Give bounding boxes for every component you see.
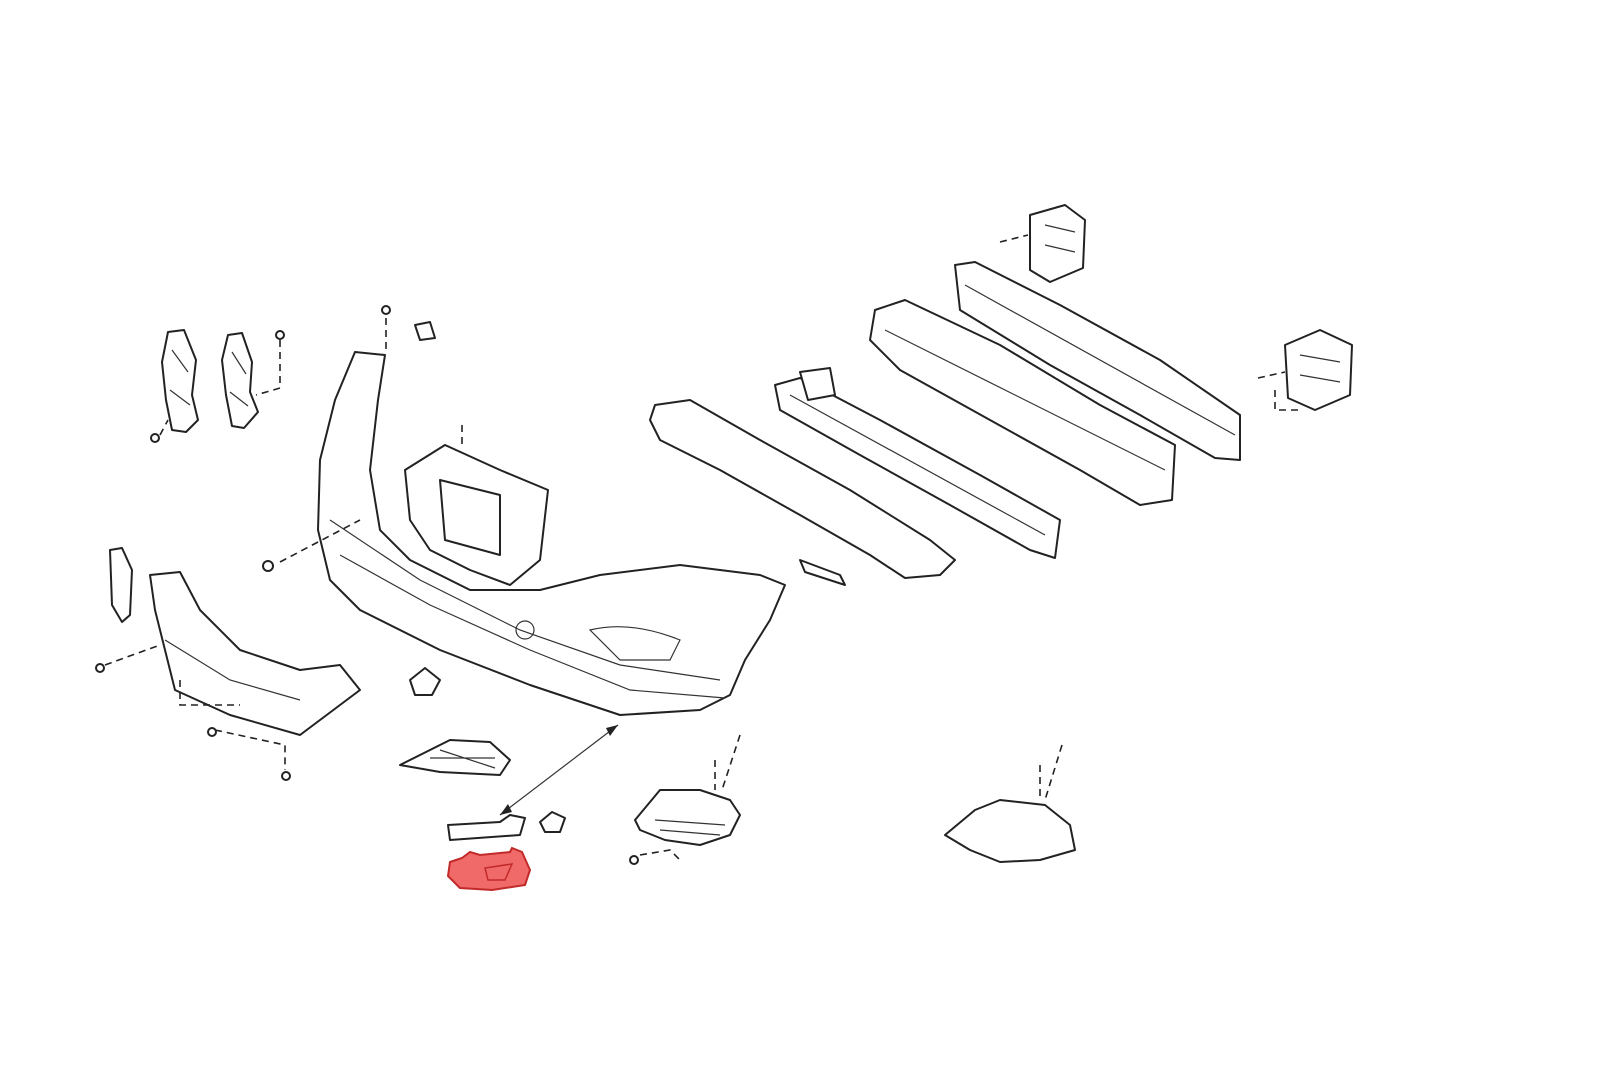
clip-icon	[381, 305, 391, 315]
energy-absorber-lower[interactable]	[649, 399, 956, 579]
bracket-left-upper-a[interactable]	[161, 329, 199, 433]
highlighted-lower-trim-part[interactable]	[446, 846, 532, 892]
side-bracket-right[interactable]	[1284, 329, 1353, 411]
front-bumper-fascia[interactable]	[317, 351, 786, 716]
energy-absorber-foam[interactable]	[869, 299, 1176, 506]
side-bracket-upper-right[interactable]	[1029, 204, 1086, 283]
clip-icon	[275, 330, 285, 340]
bulb-socket[interactable]	[539, 811, 566, 833]
fog-lamp-assembly-left[interactable]	[634, 789, 741, 846]
screw-icon	[207, 727, 217, 737]
small-bracket-center[interactable]	[799, 559, 846, 586]
clip-icon	[414, 321, 436, 341]
screw-icon	[95, 663, 105, 673]
screw-icon	[629, 855, 639, 865]
fog-lamp-cap[interactable]	[409, 667, 441, 696]
bracket-left-upper-b[interactable]	[221, 332, 259, 429]
fog-lamp-bracket[interactable]	[447, 814, 526, 841]
radiator-core-support[interactable]	[404, 444, 549, 586]
lower-bumper-cover-left[interactable]	[149, 571, 361, 736]
direction-arrow	[499, 724, 619, 816]
screw-icon	[150, 433, 160, 443]
fog-lamp-grille[interactable]	[399, 739, 511, 776]
upper-reinforcement-beam[interactable]	[954, 261, 1241, 461]
screw-icon	[281, 771, 291, 781]
bumper-reinforcement-beam[interactable]	[774, 367, 1061, 559]
side-marker-cover[interactable]	[109, 547, 133, 623]
fog-lamp-assembly-right[interactable]	[944, 799, 1076, 863]
screw-icon	[262, 560, 274, 572]
